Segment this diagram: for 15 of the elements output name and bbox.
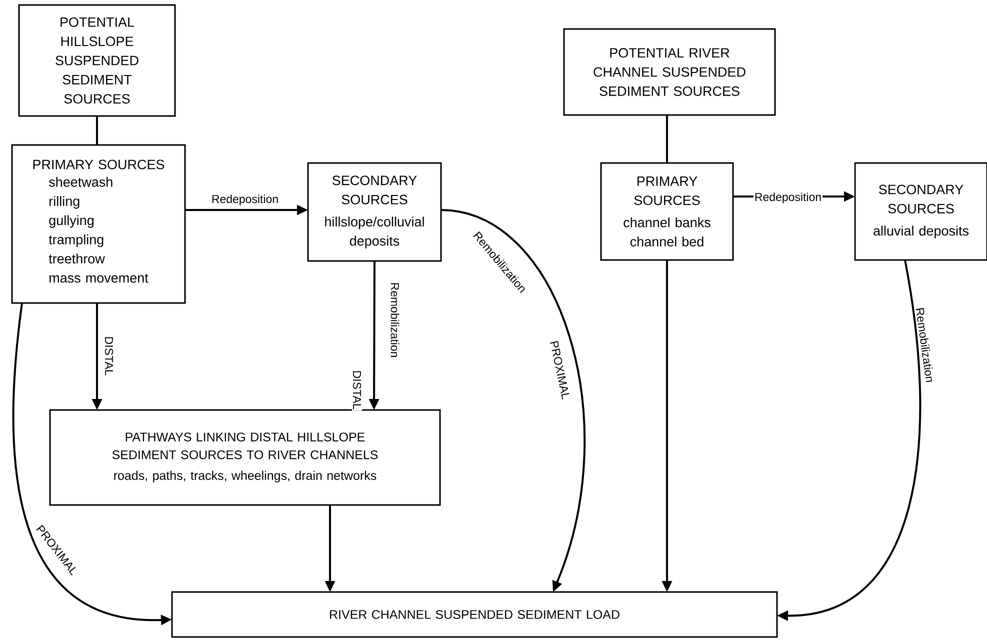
process-box: PATHWAYS LINKING DISTAL HILLSLOPE SEDIMENT SOURCES TO RIVER CHANNELS roads, paths, tracks, wheelings, drain networks — [49, 409, 441, 506]
edge-label: DISTAL — [104, 335, 114, 377]
edge-label: Redeposition — [210, 194, 280, 206]
direction-label: PROXIMAL — [548, 338, 572, 402]
edge-label: Remobilization — [390, 281, 400, 359]
process-box: PRIMARY SOURCES sheetwash rilling gullying trampling treethrow mass movement — [11, 144, 186, 304]
direction-label: DISTAL — [352, 369, 362, 411]
process-box: POTENTIAL RIVER CHANNEL SUSPENDED SEDIMENT SOURCES — [563, 28, 776, 116]
process-box: POTENTIAL HILLSLOPE SUSPENDED SEDIMENT SOURCES — [18, 4, 176, 117]
edge-label: Remobilization — [914, 306, 936, 384]
process-box: SECONDARY SOURCES hillslope/colluvial deposits — [307, 162, 442, 262]
edge-label: Redeposition — [753, 192, 823, 204]
process-box: RIVER CHANNEL SUSPENDED SEDIMENT LOAD — [171, 591, 778, 638]
process-box: PRIMARY SOURCES channel banks channel bed — [600, 162, 734, 261]
process-box: SECONDARY SOURCES alluvial deposits — [854, 162, 987, 261]
